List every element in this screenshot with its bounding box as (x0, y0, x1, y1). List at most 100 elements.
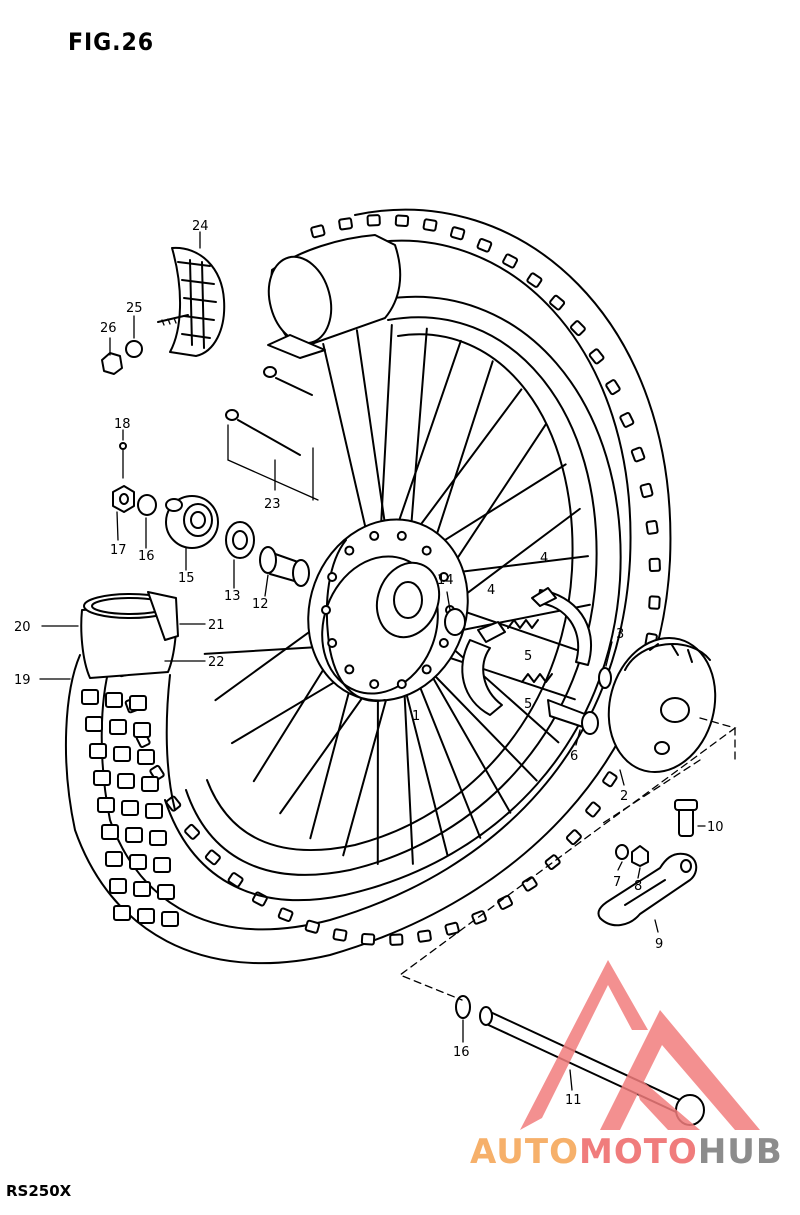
tread-block (153, 857, 171, 873)
callout-20: 20 (14, 620, 31, 635)
nut-8 (631, 845, 649, 867)
tread-block (125, 827, 143, 843)
tread-block (648, 595, 661, 610)
tread-block (121, 800, 139, 816)
axle-nut-17 (112, 485, 135, 513)
tread-block (129, 695, 147, 711)
leader-lines (39, 231, 737, 1091)
tread-block (277, 907, 294, 922)
watermark-logo-mark (520, 960, 760, 1130)
tread-block (521, 876, 538, 892)
watermark-text-moto: MOTO (578, 1132, 698, 1172)
tread-block (310, 224, 326, 239)
tread-block (544, 854, 561, 870)
watermark-text-hub: HUB (697, 1132, 783, 1172)
washer-25 (125, 340, 143, 358)
tread-block (81, 689, 99, 705)
callout-numbers: 1 2 3 4 4 5 5 6 7 8 9 10 11 12 13 14 15 … (14, 219, 724, 1108)
callout-7: 7 (613, 875, 621, 890)
callout-14: 14 (437, 573, 454, 588)
tread-block (133, 722, 151, 738)
tread-block (157, 884, 175, 900)
tread-block (476, 238, 493, 253)
o-ring (598, 667, 612, 689)
tread-block (619, 412, 635, 428)
tire-tread (81, 214, 661, 946)
watermark-text: AUTOMOTOHUB (470, 1132, 783, 1172)
cotter-pin-18 (119, 442, 127, 479)
tread-block (105, 692, 123, 708)
hub-hole (321, 605, 331, 615)
tread-block (449, 226, 466, 241)
callout-16a: 16 (138, 549, 155, 564)
tread-block (565, 829, 582, 846)
washer-7 (615, 844, 629, 860)
tread-block (105, 851, 123, 867)
hub-hole (438, 572, 449, 583)
tread-block (113, 905, 131, 921)
tread-block (133, 881, 151, 897)
tread-block (497, 894, 513, 910)
tread-block (338, 217, 353, 231)
hub-hole (438, 637, 449, 648)
tread-block (141, 776, 159, 792)
callout-2: 2 (620, 789, 628, 804)
tread-block (648, 557, 661, 573)
spacer-15 (165, 495, 219, 549)
tread-block (360, 933, 376, 946)
tread-block (97, 797, 115, 813)
torque-link (597, 852, 698, 927)
bearing-13 (225, 521, 255, 559)
tread-block (417, 929, 432, 943)
tube (80, 591, 179, 679)
callout-9: 9 (655, 937, 663, 952)
tread-block (602, 771, 618, 788)
callout-5b: 5 (524, 697, 532, 712)
tread-block (526, 272, 543, 288)
rim-lock-24 (169, 246, 226, 357)
tread-block (549, 294, 566, 311)
callout-19: 19 (14, 673, 31, 688)
callout-4b: 4 (487, 583, 495, 598)
tread-block (394, 214, 410, 227)
rim (164, 295, 622, 902)
rim-lock-bolt-25 (157, 314, 189, 326)
tread-block (569, 320, 586, 337)
tread-block (227, 872, 244, 888)
axle-washer (455, 995, 471, 1019)
callout-22: 22 (208, 655, 225, 670)
watermark-text-auto: AUTO (470, 1132, 579, 1172)
tread-block (605, 379, 621, 396)
brake-shoe-lower (461, 621, 506, 716)
tread-block (389, 933, 404, 946)
callout-4a: 4 (540, 551, 548, 566)
nut-26 (101, 352, 123, 375)
tread-block (366, 214, 381, 227)
tread-block (645, 520, 659, 535)
figure-title: FIG.26 (68, 28, 155, 56)
callout-24: 24 (192, 219, 209, 234)
tread-block (137, 908, 155, 924)
tread-block (137, 749, 155, 765)
hub-hole (396, 530, 407, 541)
tube-section-top (267, 234, 402, 359)
tread-block (93, 770, 111, 786)
tread-block (332, 928, 348, 942)
hub-hole (421, 545, 432, 556)
tread-block (161, 911, 179, 927)
tread-block (639, 482, 654, 499)
hub-hole (327, 572, 338, 583)
tread-block (113, 746, 131, 762)
tread-block (204, 849, 221, 866)
callout-18: 18 (114, 417, 131, 432)
callout-10: 10 (707, 820, 724, 835)
tread-block (101, 824, 119, 840)
callout-3: 3 (616, 627, 624, 642)
hub-hole (369, 679, 380, 690)
tread-block (109, 878, 127, 894)
tread-block (85, 716, 103, 732)
hub-hole (421, 664, 432, 675)
callout-17: 17 (110, 543, 127, 558)
spoke-nipples-23 (225, 366, 313, 456)
tread-block (109, 719, 127, 735)
